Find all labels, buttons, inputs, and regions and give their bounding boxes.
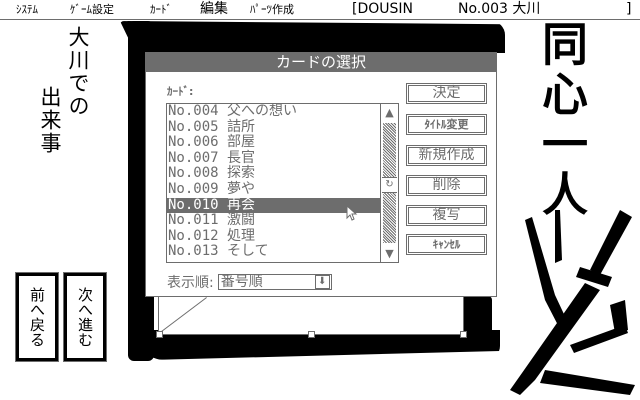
current-card: No.003 大川 xyxy=(458,1,541,17)
resize-handle[interactable] xyxy=(308,331,315,338)
menu-edit[interactable]: 編集 xyxy=(200,1,228,17)
rename-title-button[interactable]: ﾀｲﾄﾙ変更 xyxy=(406,114,487,135)
dialog-title: カードの選択 xyxy=(146,53,496,72)
sort-order-label: 表示順: xyxy=(167,275,214,291)
menu-system[interactable]: ｼｽﾃﾑ xyxy=(16,3,38,16)
prev-card-label: 前へ戻る xyxy=(28,287,46,347)
frame-diagonal xyxy=(158,297,207,334)
menu-game-settings[interactable]: ｹﾞｰﾑ設定 xyxy=(70,3,114,16)
project-name: [DOUSIN xyxy=(352,1,413,17)
scroll-down-arrow-icon[interactable]: ▼ xyxy=(381,245,398,262)
sort-order-row: 表示順: 番号順 ⬇ xyxy=(167,273,332,291)
katana-illustration xyxy=(510,210,635,395)
card-list-item[interactable]: No.011 激闘 xyxy=(168,212,256,229)
menu-card[interactable]: ｶｰﾄﾞ xyxy=(150,3,172,16)
menu-parts-create[interactable]: ﾊﾟｰﾂ作成 xyxy=(250,3,294,16)
menu-bar: ｼｽﾃﾑ ｹﾞｰﾑ設定 ｶｰﾄﾞ 編集 ﾊﾟｰﾂ作成 [DOUSIN No.00… xyxy=(0,0,640,20)
delete-button[interactable]: 削除 xyxy=(406,175,487,196)
new-card-button[interactable]: 新規作成 xyxy=(406,145,487,166)
scroll-thumb[interactable]: ↻ xyxy=(382,177,397,193)
card-list-item[interactable]: No.007 長官 xyxy=(168,149,256,166)
card-list-scrollbar[interactable]: ▲ ↻ ▼ xyxy=(380,103,399,263)
card-list-item[interactable]: No.005 詰所 xyxy=(168,118,256,135)
prev-card-button[interactable]: 前へ戻る xyxy=(15,272,59,362)
card-list-item[interactable]: No.004 父への想い xyxy=(168,103,298,119)
card-list-item[interactable]: No.006 部屋 xyxy=(168,134,256,151)
caption-line-2: 出来事 xyxy=(38,86,62,155)
card-area-frame xyxy=(158,290,464,335)
sort-order-select[interactable]: 番号順 ⬇ xyxy=(217,274,332,290)
sort-order-value: 番号順 xyxy=(220,274,263,290)
copy-button[interactable]: 複写 xyxy=(406,205,487,226)
card-list-label: ｶｰﾄﾞ: xyxy=(167,85,194,98)
card-list-item[interactable]: No.013 そして xyxy=(168,243,269,260)
card-list-item[interactable]: No.012 処理 xyxy=(168,227,256,244)
next-card-label: 次へ進む xyxy=(76,287,94,347)
brush-frame-top xyxy=(120,21,505,53)
card-list-item[interactable]: No.009 夢や xyxy=(168,180,256,197)
caption-line-1: 大川での xyxy=(66,26,90,118)
next-card-button[interactable]: 次へ進む xyxy=(63,272,107,362)
ok-button[interactable]: 決定 xyxy=(406,83,487,104)
mouse-cursor-icon xyxy=(346,205,358,221)
resize-handle[interactable] xyxy=(460,331,467,338)
scroll-up-arrow-icon[interactable]: ▲ xyxy=(381,104,398,121)
card-select-dialog: カードの選択 ｶｰﾄﾞ: No.004 父への想い No.005 詰所 No.0… xyxy=(145,52,497,297)
card-listbox[interactable]: No.004 父への想い No.005 詰所 No.006 部屋 No.007 … xyxy=(166,103,382,263)
calligraphy-title: 同心一人 xyxy=(535,20,589,220)
card-list-item[interactable]: No.008 探索 xyxy=(168,165,256,182)
dropdown-arrow-icon[interactable]: ⬇ xyxy=(314,275,330,289)
close-bracket: ] xyxy=(626,1,632,17)
cancel-button[interactable]: ｷｬﾝｾﾙ xyxy=(406,234,487,255)
card-list-item-selected[interactable]: No.010 再会 xyxy=(167,197,381,214)
brush-frame-right xyxy=(460,296,492,348)
resize-handle[interactable] xyxy=(156,331,163,338)
